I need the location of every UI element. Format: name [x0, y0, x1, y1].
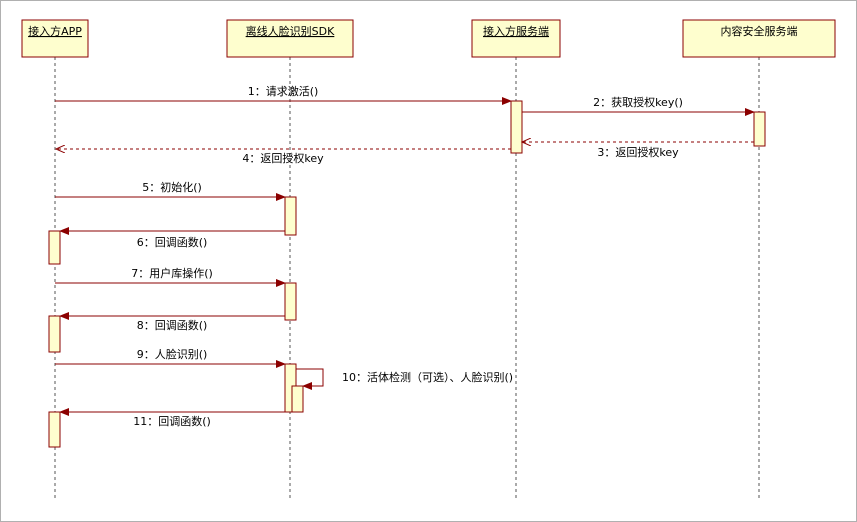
message-7-label: 7：用户库操作(): [131, 266, 213, 280]
message-1[interactable]: 1：请求激活(): [55, 84, 512, 105]
message-6-label: 6：回调函数(): [137, 236, 208, 249]
message-8-label: 8：回调函数(): [137, 319, 208, 332]
message-10[interactable]: 10：活体检测（可选）、人脸识别(): [296, 368, 513, 390]
message-4[interactable]: 4：返回授权key: [56, 149, 511, 165]
message-3[interactable]: 3：返回授权key: [522, 142, 754, 159]
message-7[interactable]: 7：用户库操作(): [55, 266, 286, 287]
activation-server: [510, 100, 523, 154]
message-10-label: 10：活体检测（可选）、人脸识别(): [342, 370, 513, 384]
message-2[interactable]: 2：获取授权key(): [522, 95, 755, 116]
participant-sdk-label: 离线人脸识别SDK: [246, 24, 335, 38]
message-5[interactable]: 5：初始化(): [55, 180, 286, 201]
message-11-label: 11：回调函数(): [133, 415, 211, 428]
message-9[interactable]: 9：人脸识别(): [55, 347, 286, 368]
participant-sdk[interactable]: 离线人脸识别SDK: [226, 19, 354, 58]
activation-sec: [753, 111, 766, 147]
message-4-label: 4：返回授权key: [242, 151, 324, 165]
message-8[interactable]: 8：回调函数(): [59, 312, 285, 332]
message-1-label: 1：请求激活(): [248, 84, 319, 98]
message-6[interactable]: 6：回调函数(): [59, 227, 285, 249]
activation-app-1: [48, 230, 61, 265]
message-2-label: 2：获取授权key(): [593, 95, 683, 109]
message-11[interactable]: 11：回调函数(): [59, 408, 285, 428]
message-5-label: 5：初始化(): [142, 180, 202, 194]
participant-sec-label: 内容安全服务端: [721, 24, 798, 38]
activation-sdk-2: [284, 282, 297, 321]
participant-app[interactable]: 接入方APP: [21, 19, 89, 58]
participant-server-label: 接入方服务端: [483, 24, 549, 38]
message-9-label: 9：人脸识别(): [137, 347, 208, 361]
message-3-label: 3：返回授权key: [597, 145, 679, 159]
activations: [48, 100, 766, 448]
activation-sdk-nested: [291, 385, 304, 413]
activation-sdk-1: [284, 196, 297, 236]
participant-sec[interactable]: 内容安全服务端: [682, 19, 836, 58]
participant-app-label: 接入方APP: [28, 24, 82, 38]
participant-server[interactable]: 接入方服务端: [471, 19, 561, 58]
activation-app-2: [48, 315, 61, 353]
activation-app-3: [48, 411, 61, 448]
